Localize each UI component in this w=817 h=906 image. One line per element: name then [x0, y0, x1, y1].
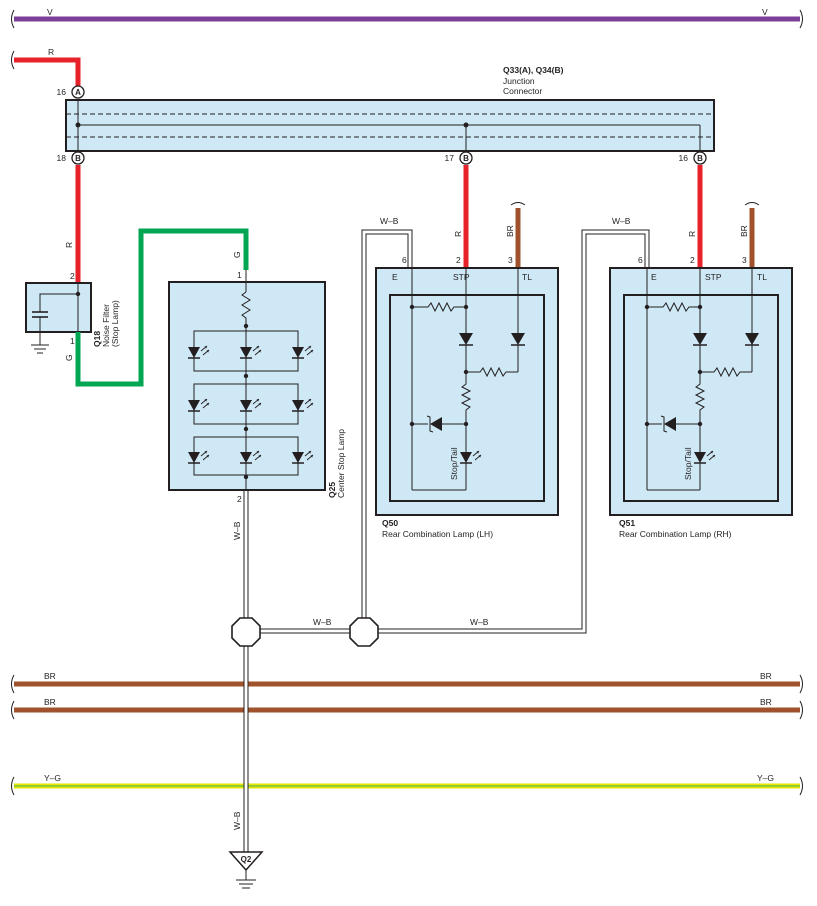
junction-pin-b-17 [459, 151, 473, 165]
svg-text:E: E [392, 272, 398, 282]
q51-stop-tail-label: Stop/Tail [683, 447, 693, 480]
svg-text:2: 2 [237, 494, 242, 504]
junction-pin-b-18 [71, 151, 85, 165]
svg-text:2: 2 [70, 271, 75, 281]
svg-text:W–B: W–B [232, 811, 242, 830]
svg-text:W–B: W–B [612, 216, 631, 226]
svg-text:BR: BR [505, 225, 515, 237]
junction-pin-a [71, 85, 85, 99]
svg-text:W–B: W–B [313, 617, 332, 627]
q50-name: Rear Combination Lamp (LH) [382, 529, 493, 539]
ground-id: Q2 [241, 855, 252, 864]
svg-text:B: B [697, 154, 703, 163]
wire-brown-1: BR BR [11, 671, 803, 694]
svg-text:BR: BR [44, 671, 56, 681]
svg-text:W–B: W–B [470, 617, 489, 627]
svg-text:BR: BR [44, 697, 56, 707]
wire-green: G G [64, 228, 249, 387]
svg-text:A: A [75, 88, 81, 97]
svg-text:B: B [75, 154, 81, 163]
svg-text:G: G [232, 251, 242, 258]
wire-violet: V V [11, 7, 803, 29]
noise-filter-q18: 2 1 Q18 Noise Filter (Stop Lamp) [25, 271, 120, 354]
svg-text:TL: TL [757, 272, 767, 282]
svg-text:R: R [453, 231, 463, 237]
svg-text:18: 18 [57, 153, 67, 163]
svg-text:W–B: W–B [232, 521, 242, 540]
center-stop-name: Center Stop Lamp [336, 429, 346, 498]
rear-combination-lamp-lh-q50: 6 2 3 E STP TL Stop/Tail Q5 [375, 255, 559, 539]
svg-text:Y–G: Y–G [44, 773, 61, 783]
wire-brown-2: BR BR [11, 697, 803, 720]
splice-point-1 [231, 617, 261, 647]
svg-text:2: 2 [456, 255, 461, 265]
center-stop-id: Q25 [327, 482, 337, 498]
svg-text:1: 1 [70, 336, 75, 346]
junction-pin-b-16 [693, 151, 707, 165]
svg-text:3: 3 [508, 255, 513, 265]
svg-text:STP: STP [705, 272, 722, 282]
svg-text:TL: TL [522, 272, 532, 282]
junction-id: Q33(A), Q34(B) [503, 65, 564, 75]
svg-text:2: 2 [690, 255, 695, 265]
splice-point-2 [349, 617, 379, 647]
svg-text:R: R [64, 242, 74, 248]
svg-text:BR: BR [760, 697, 772, 707]
ground-q2: Q2 [228, 851, 264, 889]
junction-name-line1: Junction [503, 76, 535, 86]
svg-text:G: G [64, 354, 74, 361]
noise-filter-name-2: (Stop Lamp) [110, 300, 120, 347]
rear-combination-lamp-rh-q51: 6 2 3 E STP TL Stop/Tail Q51 Rear Combin… [609, 255, 793, 539]
wire-label-v-right: V [762, 7, 768, 17]
q50-stop-tail-label: Stop/Tail [449, 447, 459, 480]
junction-name-line2: Connector [503, 86, 542, 96]
q51-id: Q51 [619, 518, 635, 528]
wire-red-input: R [11, 47, 81, 88]
svg-text:17: 17 [445, 153, 455, 163]
svg-text:6: 6 [402, 255, 407, 265]
q50-id: Q50 [382, 518, 398, 528]
q51-name: Rear Combination Lamp (RH) [619, 529, 732, 539]
svg-text:Y–G: Y–G [757, 773, 774, 783]
svg-text:1: 1 [237, 270, 242, 280]
wire-red-noise-filter: R [64, 165, 81, 283]
svg-text:R: R [687, 231, 697, 237]
svg-text:3: 3 [742, 255, 747, 265]
svg-text:W–B: W–B [380, 216, 399, 226]
svg-text:B: B [463, 154, 469, 163]
noise-filter-name-1: Noise Filter [101, 304, 111, 347]
svg-text:BR: BR [739, 225, 749, 237]
wire-yellow-green: Y–G Y–G [11, 773, 803, 796]
svg-text:6: 6 [638, 255, 643, 265]
svg-text:BR: BR [760, 671, 772, 681]
center-stop-lamp-q25: 1 2 Q25 Cente [168, 270, 346, 504]
noise-filter-id: Q18 [92, 331, 102, 347]
wire-label-v-left: V [47, 7, 53, 17]
svg-text:E: E [651, 272, 657, 282]
wire-label-r-top: R [48, 47, 54, 57]
svg-text:STP: STP [453, 272, 470, 282]
junction-pin-a-number: 16 [57, 87, 67, 97]
svg-text:16: 16 [679, 153, 689, 163]
junction-connector: Q33(A), Q34(B) Junction Connector A 16 B… [57, 65, 715, 165]
